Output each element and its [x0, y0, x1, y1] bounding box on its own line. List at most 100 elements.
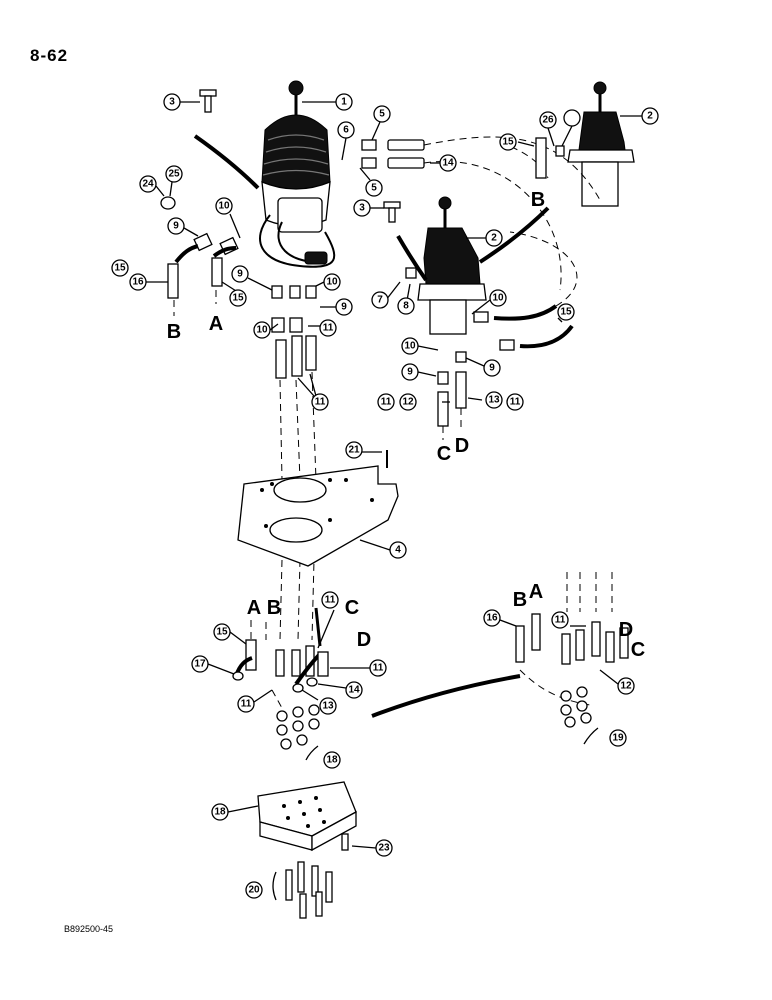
callout: 10: [471, 289, 507, 315]
svg-text:26: 26: [542, 115, 554, 126]
svg-text:10: 10: [326, 277, 338, 288]
valve-fittings-left-drawing: [232, 607, 329, 693]
svg-text:6: 6: [343, 125, 349, 136]
svg-text:14: 14: [348, 685, 360, 696]
callout: 23: [351, 839, 393, 857]
joystick-2-right-drawing: [567, 81, 635, 207]
svg-text:12: 12: [402, 397, 414, 408]
callout: 8: [397, 283, 415, 315]
line-letter: B: [267, 597, 281, 619]
callout: 24: [139, 175, 165, 197]
svg-text:3: 3: [169, 97, 175, 108]
svg-text:8: 8: [403, 301, 409, 312]
mounting-plate-drawing: [237, 450, 399, 567]
svg-text:16: 16: [486, 613, 498, 624]
svg-text:11: 11: [323, 323, 334, 334]
svg-text:15: 15: [114, 263, 126, 274]
callout: 20: [245, 881, 263, 899]
callout: 19: [609, 729, 627, 747]
svg-text:13: 13: [488, 395, 500, 406]
svg-text:11: 11: [325, 595, 336, 606]
callout: 10: [215, 197, 241, 239]
line-letter: A: [247, 597, 261, 619]
svg-text:2: 2: [491, 233, 497, 244]
callout: 1: [302, 93, 353, 111]
line-letters: A B A B C D B A C D B A D C: [167, 189, 645, 661]
svg-text:10: 10: [492, 293, 504, 304]
callout: 7: [371, 281, 401, 309]
svg-text:15: 15: [502, 137, 514, 148]
callout: 25: [165, 165, 183, 197]
svg-text:18: 18: [326, 755, 338, 766]
callout: 15: [111, 259, 129, 277]
callout: 11: [297, 373, 329, 411]
svg-text:16: 16: [132, 277, 144, 288]
svg-text:17: 17: [194, 659, 206, 670]
callout: 5: [359, 167, 383, 197]
callout: 12: [599, 669, 635, 695]
callout: 11: [506, 393, 524, 411]
svg-text:12: 12: [620, 681, 632, 692]
callout: 11: [317, 591, 339, 649]
svg-text:21: 21: [348, 445, 360, 456]
svg-text:3: 3: [359, 203, 365, 214]
svg-text:5: 5: [379, 109, 385, 120]
part-drawings: [160, 80, 635, 919]
callout: 3: [163, 89, 217, 113]
svg-text:11: 11: [241, 699, 252, 710]
callout: 11: [377, 393, 395, 411]
svg-text:14: 14: [442, 158, 454, 169]
svg-text:15: 15: [216, 627, 228, 638]
callouts: 1 2 2 3 3 4 5 5 6 7 8 9 9 9 9 9 10 10 10…: [111, 89, 659, 899]
callout: 16: [483, 609, 517, 627]
joystick-2-drawing: [396, 196, 550, 335]
svg-text:9: 9: [407, 367, 413, 378]
svg-text:10: 10: [404, 341, 416, 352]
svg-text:10: 10: [218, 201, 230, 212]
callout: 18: [211, 803, 259, 821]
callout: 3: [353, 199, 401, 223]
joystick-1-drawing: [193, 80, 336, 268]
callout: 14: [430, 154, 457, 172]
line-letter: A: [209, 313, 223, 335]
hoses-and-fittings: [160, 136, 601, 427]
callout: 11: [237, 689, 273, 713]
svg-text:25: 25: [168, 169, 180, 180]
svg-text:23: 23: [378, 843, 390, 854]
studs-drawing: [272, 861, 333, 919]
callout: 14: [317, 681, 363, 699]
line-letter: C: [631, 639, 645, 661]
page-number: 8-62: [30, 46, 69, 65]
callout: 15: [557, 303, 575, 323]
valve-fittings-right-drawing: [371, 613, 629, 745]
svg-text:9: 9: [341, 302, 347, 313]
svg-text:5: 5: [371, 183, 377, 194]
callout: 21: [345, 441, 382, 459]
line-letter: D: [455, 435, 469, 457]
svg-text:7: 7: [377, 295, 383, 306]
callout: 2: [620, 107, 659, 125]
svg-text:4: 4: [395, 545, 401, 556]
callout: 11: [330, 659, 387, 677]
line-letter: B: [531, 189, 545, 211]
callout: 9: [465, 357, 501, 377]
line-letter: C: [345, 597, 359, 619]
svg-text:11: 11: [381, 397, 392, 408]
svg-text:2: 2: [647, 111, 653, 122]
svg-text:9: 9: [173, 221, 179, 232]
callout: 17: [191, 655, 235, 675]
callout: 9: [320, 298, 353, 316]
figure-code: B892500-45: [64, 924, 114, 934]
callout: 15: [213, 623, 247, 645]
callout: 11: [308, 319, 337, 337]
svg-text:18: 18: [214, 807, 226, 818]
callout: [561, 109, 581, 147]
svg-text:11: 11: [510, 397, 521, 408]
callout: 6: [337, 121, 355, 161]
svg-text:19: 19: [612, 733, 624, 744]
callout: 12: [399, 393, 450, 411]
svg-text:11: 11: [373, 663, 384, 674]
svg-text:9: 9: [489, 363, 495, 374]
svg-text:9: 9: [237, 269, 243, 280]
